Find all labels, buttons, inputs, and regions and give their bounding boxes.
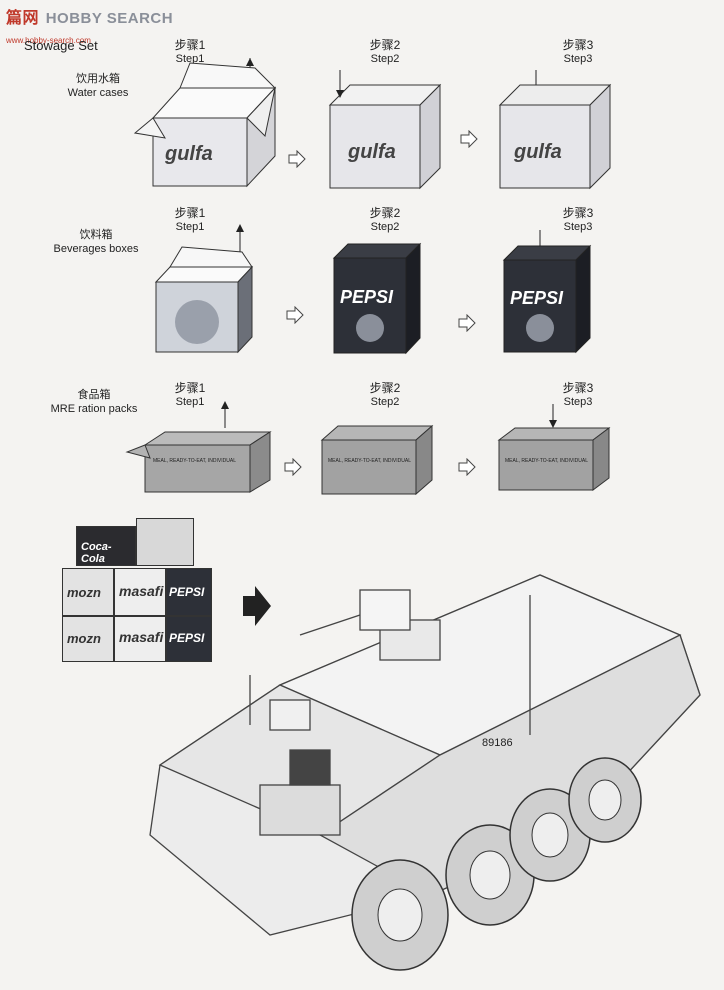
crate-mre-top — [136, 518, 194, 566]
wheels — [351, 757, 642, 971]
step-cn: 步骤2 — [369, 381, 401, 395]
box-brand: PEPSI — [510, 288, 564, 308]
crate-pepsi: PEPSI — [166, 568, 212, 616]
step-en: Step2 — [370, 396, 400, 408]
stryker-vehicle-drawing: 89186 — [149, 574, 701, 971]
down-arrow-icon — [549, 420, 557, 428]
step-cn: 步骤1 — [174, 206, 206, 220]
beverage-box-closing: PEPSI — [332, 242, 422, 355]
step-1-beverages: 步骤1 Step1 — [160, 206, 220, 234]
crate-mozn: mozn — [62, 568, 114, 616]
watermark-brand: HOBBY SEARCH — [45, 10, 174, 27]
step-3-water: 步骤3 Step3 — [548, 38, 608, 66]
step-en: Step2 — [370, 53, 400, 65]
outline-right-arrow-icon — [458, 458, 476, 476]
step-en: Step1 — [175, 53, 205, 65]
outline-right-arrow-icon — [286, 306, 304, 324]
row-label-water: 饮用水箱 Water cases — [48, 72, 148, 100]
row-label-cn: 食品箱 — [77, 389, 111, 401]
step-cn: 步骤3 — [562, 38, 594, 52]
water-box-closing: gulfa — [328, 70, 442, 190]
box-text: MEAL, READY-TO-EAT, INDIVIDUAL — [328, 458, 411, 464]
outline-right-arrow-icon — [458, 314, 476, 332]
mre-box-closing: MEAL, READY-TO-EAT, INDIVIDUAL — [320, 424, 434, 496]
step-2-beverages: 步骤2 Step2 — [355, 206, 415, 234]
wheel — [568, 757, 642, 843]
crate-label: PEPSI — [169, 585, 205, 599]
step-cn: 步骤3 — [562, 206, 594, 220]
water-box-open: gulfa — [133, 58, 277, 188]
crate-label: mozn — [67, 585, 101, 600]
row-label-cn: 饮用水箱 — [76, 73, 120, 85]
crate-cocacola: Coca-Cola — [76, 526, 136, 566]
step-en: Step1 — [175, 221, 205, 233]
step-cn: 步骤2 — [369, 206, 401, 220]
crate-label: Coca-Cola — [81, 541, 112, 565]
up-arrow-icon — [221, 401, 229, 409]
box-brand: gulfa — [347, 141, 396, 163]
step-cn: 步骤1 — [174, 38, 206, 52]
up-arrow-icon — [236, 224, 244, 232]
step-en: Step3 — [563, 396, 593, 408]
down-arrow-icon — [336, 90, 344, 98]
row-label-beverages: 饮料箱 Beverages boxes — [46, 228, 146, 256]
beverage-box-closed: PEPSI — [502, 230, 592, 354]
box-text: MEAL, READY-TO-EAT, INDIVIDUAL — [153, 458, 236, 464]
crate-masafi: masafi — [114, 616, 166, 662]
crate-mozn: mozn — [62, 616, 114, 662]
page-title: Stowage Set — [24, 38, 98, 53]
step-3-mre: 步骤3 Step3 — [548, 381, 608, 409]
watermark-logo: 篇网 — [6, 10, 40, 27]
row-label-mre: 食品箱 MRE ration packs — [44, 388, 144, 416]
wheel — [351, 859, 449, 971]
watermark: 篇网 HOBBY SEARCH — [6, 4, 173, 28]
step-en: Step1 — [175, 396, 205, 408]
solid-right-arrow-icon — [243, 586, 271, 626]
step-2-water: 步骤2 Step2 — [355, 38, 415, 66]
crate-label: masafi — [119, 629, 164, 645]
step-3-beverages: 步骤3 Step3 — [548, 206, 608, 234]
crate-stack: Coca-Cola mozn masafi PEPSI mozn masafi … — [62, 518, 212, 668]
step-1-mre: 步骤1 Step1 — [160, 381, 220, 409]
row-label-cn: 饮料箱 — [79, 229, 113, 241]
crate-label: PEPSI — [169, 631, 205, 645]
crate-pepsi: PEPSI — [166, 616, 212, 662]
water-box-closed: gulfa — [498, 70, 612, 190]
row-label-en: Water cases — [67, 87, 129, 99]
step-cn: 步骤1 — [174, 381, 206, 395]
box-brand: gulfa — [164, 143, 213, 165]
outline-right-arrow-icon — [284, 458, 302, 476]
row-label-en: MRE ration packs — [50, 403, 138, 415]
outline-right-arrow-icon — [460, 130, 478, 148]
row-label-en: Beverages boxes — [53, 243, 139, 255]
step-1-water: 步骤1 Step1 — [160, 38, 220, 66]
box-text: MEAL, READY-TO-EAT, INDIVIDUAL — [505, 458, 588, 464]
up-arrow-icon — [246, 58, 254, 66]
watermark-url: www.hobby-search.com — [6, 36, 91, 45]
outline-right-arrow-icon — [288, 150, 306, 168]
mre-box-closed: MEAL, READY-TO-EAT, INDIVIDUAL — [497, 404, 611, 491]
step-cn: 步骤2 — [369, 38, 401, 52]
step-en: Step2 — [370, 221, 400, 233]
box-brand: PEPSI — [340, 287, 394, 307]
crate-label: mozn — [67, 631, 101, 646]
step-en: Step3 — [563, 53, 593, 65]
step-2-mre: 步骤2 Step2 — [355, 381, 415, 409]
step-en: Step3 — [563, 221, 593, 233]
crate-masafi: masafi — [114, 568, 166, 616]
hull-number: 89186 — [482, 737, 513, 749]
beverage-box-open — [154, 224, 254, 354]
box-brand: gulfa — [513, 141, 562, 163]
crate-label: masafi — [119, 583, 164, 599]
mre-box-open: MEAL, READY-TO-EAT, INDIVIDUAL — [125, 401, 272, 493]
step-cn: 步骤3 — [562, 381, 594, 395]
